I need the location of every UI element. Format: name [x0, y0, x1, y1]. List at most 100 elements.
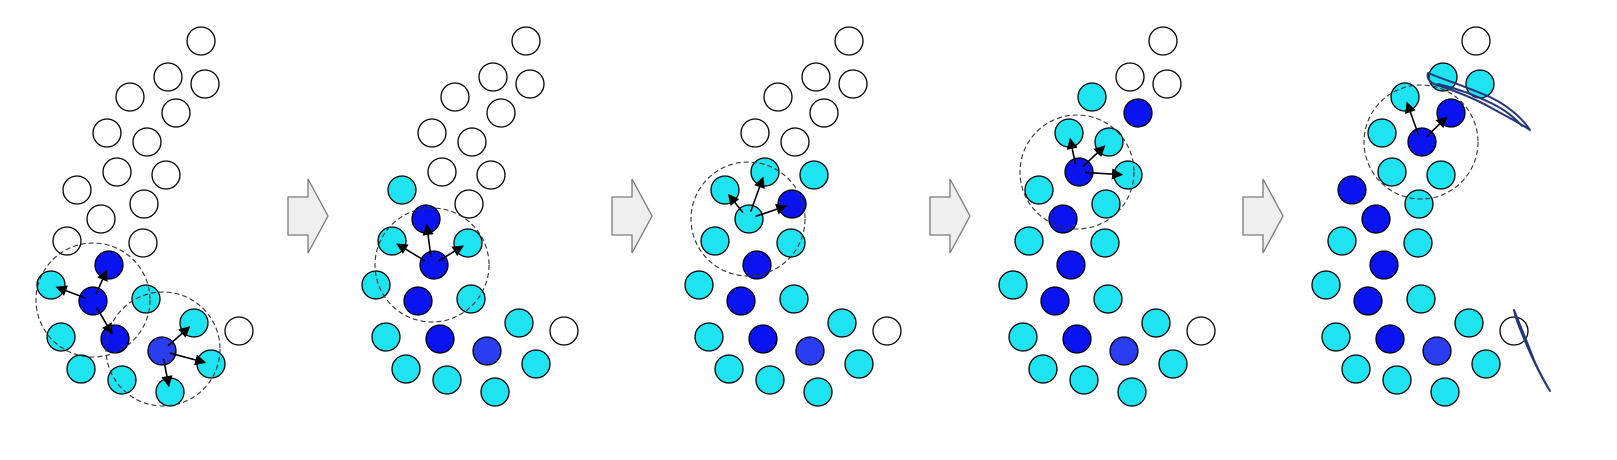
- unvisited-node: [1115, 62, 1145, 92]
- frontier-node: [411, 204, 441, 234]
- expansion-arrow: [755, 203, 788, 218]
- panel-5: [1311, 26, 1529, 407]
- visited-node: [694, 322, 724, 352]
- visited-node: [1141, 308, 1171, 338]
- visited-node: [1404, 189, 1434, 219]
- neighborhood-circle: [1363, 84, 1479, 200]
- handwritten-annotations: [1426, 72, 1551, 392]
- seed-node: [1422, 336, 1452, 366]
- visited-node: [844, 349, 874, 379]
- visited-node: [196, 349, 226, 379]
- visited-node: [391, 354, 421, 384]
- visited-node: [371, 322, 401, 352]
- unvisited-node: [132, 127, 162, 157]
- expansion-arrow: [438, 245, 464, 262]
- expansion-arrow: [1405, 101, 1420, 135]
- visited-node: [827, 308, 857, 338]
- unvisited-node: [838, 69, 868, 99]
- panels: [35, 26, 1529, 407]
- visited-node: [480, 377, 510, 407]
- unvisited-node: [476, 160, 506, 190]
- frontier-node: [1353, 286, 1383, 316]
- frontier-node: [1056, 250, 1086, 280]
- expansion-arrow: [167, 326, 191, 347]
- visited-node: [155, 377, 185, 407]
- unvisited-node: [1152, 69, 1182, 99]
- unvisited-node: [151, 160, 181, 190]
- visited-node: [1090, 228, 1120, 258]
- neighborhood-circle: [690, 161, 806, 277]
- unvisited-node: [52, 226, 82, 256]
- visited-node: [1430, 377, 1460, 407]
- visited-node: [803, 377, 833, 407]
- unvisited-node: [62, 175, 92, 205]
- unvisited-node: [190, 69, 220, 99]
- visited-node: [361, 270, 391, 300]
- panel-1: [35, 26, 254, 407]
- unvisited-node: [92, 118, 122, 148]
- right-arrow-icon: [929, 178, 971, 254]
- visited-node: [179, 308, 209, 338]
- unvisited-node: [128, 228, 158, 258]
- scribble-mark-top-2: [1437, 83, 1523, 127]
- unvisited-node: [86, 204, 116, 234]
- expansion-arrow: [422, 223, 434, 258]
- visited-node: [1471, 349, 1501, 379]
- frontier-node: [1040, 286, 1070, 316]
- seed-node: [472, 336, 502, 366]
- unvisited-node: [129, 189, 159, 219]
- right-arrow-icon: [287, 178, 329, 254]
- frontier-node: [1375, 324, 1405, 354]
- frontier-node: [78, 286, 108, 316]
- unvisited-node: [511, 26, 541, 56]
- visited-node: [1311, 270, 1341, 300]
- expansion-arrow: [169, 352, 207, 366]
- visited-node: [1091, 189, 1121, 219]
- visited-node: [779, 284, 809, 314]
- unvisited-node: [457, 127, 487, 157]
- unvisited-node: [834, 26, 864, 56]
- unvisited-node: [224, 316, 254, 346]
- visited-node: [700, 226, 730, 256]
- frontier-node: [726, 286, 756, 316]
- seed-node: [795, 336, 825, 366]
- visited-node: [1377, 157, 1407, 187]
- visited-node: [453, 228, 483, 258]
- seed-node: [1109, 336, 1139, 366]
- unvisited-node: [186, 26, 216, 56]
- visited-node: [107, 365, 137, 395]
- panel-4: [998, 26, 1216, 407]
- frontier-node: [100, 324, 130, 354]
- visited-node: [46, 322, 76, 352]
- expansion-arrow: [95, 269, 108, 295]
- visited-node: [131, 284, 161, 314]
- expansion-arrow: [749, 176, 765, 212]
- step-arrows: [287, 178, 1284, 254]
- right-arrow-icon: [611, 178, 653, 254]
- visited-node: [1454, 308, 1484, 338]
- visited-node: [456, 284, 486, 314]
- visited-node: [1028, 354, 1058, 384]
- frontier-node: [1064, 157, 1094, 187]
- neighborhood-circle: [105, 291, 221, 407]
- visited-node: [1117, 377, 1147, 407]
- visited-node: [1008, 322, 1038, 352]
- visited-node: [799, 160, 829, 190]
- neighborhood-circle: [374, 207, 490, 323]
- frontier-node: [419, 250, 449, 280]
- visited-node: [755, 365, 785, 395]
- unvisited-node: [486, 98, 516, 128]
- visited-node: [504, 308, 534, 338]
- frontier-node: [1123, 98, 1153, 128]
- neighborhood-circle: [35, 242, 151, 358]
- neighborhood-circle: [1019, 114, 1135, 230]
- frontier-node: [94, 250, 124, 280]
- frontier-node: [748, 324, 778, 354]
- unvisited-node: [440, 82, 470, 112]
- unvisited-node: [454, 189, 484, 219]
- visited-node: [1093, 284, 1123, 314]
- visited-node: [1014, 226, 1044, 256]
- expansion-arrow: [728, 193, 744, 214]
- expansion-arrow: [1082, 145, 1106, 168]
